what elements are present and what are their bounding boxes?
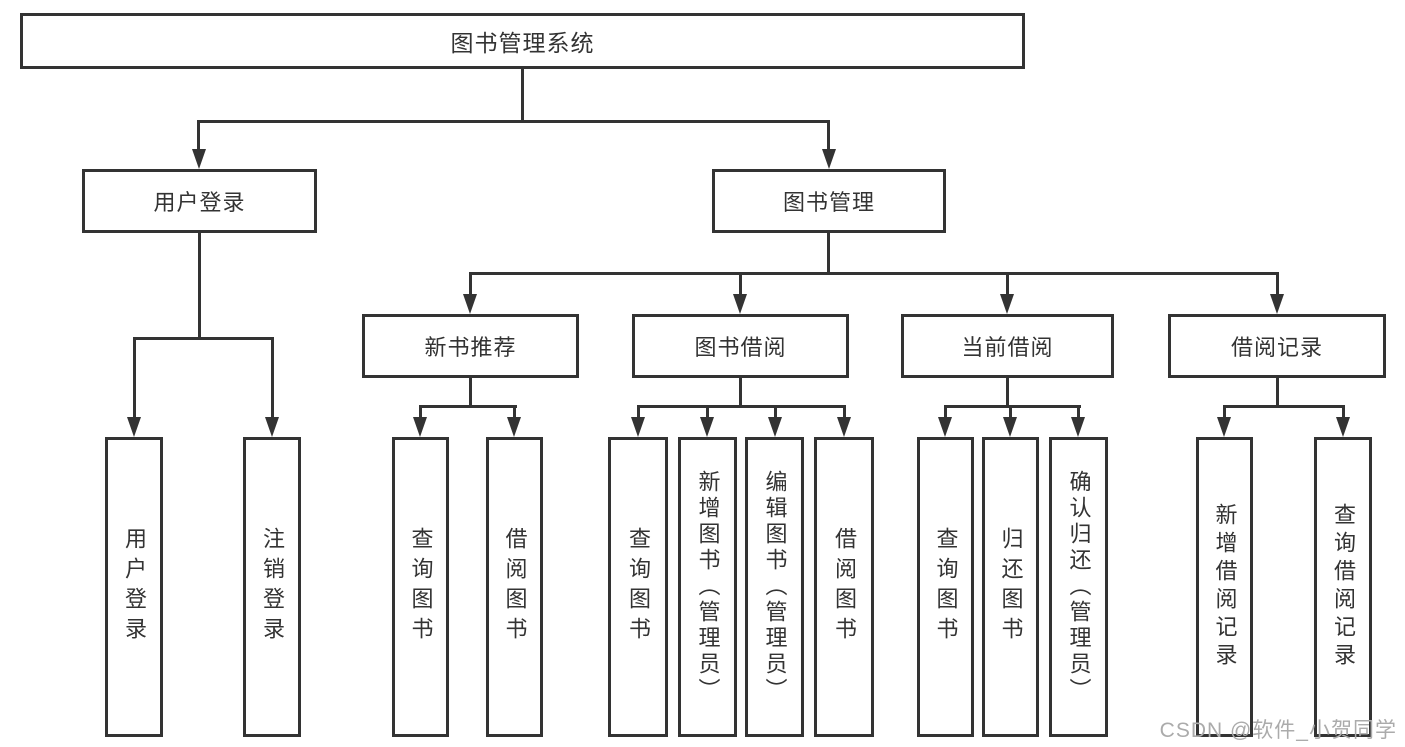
node-user-login-group: 用户登录 <box>82 169 317 233</box>
connector-line <box>944 405 947 420</box>
connector-line <box>944 405 1081 408</box>
arrow-down-icon <box>1336 417 1350 437</box>
connector-line <box>1223 405 1226 420</box>
leaf-borrow-borrow-books: 借阅图书 <box>814 437 874 737</box>
node-new-book-recommend: 新书推荐 <box>362 314 579 378</box>
arrow-down-icon <box>733 294 747 314</box>
arrow-down-icon <box>837 417 851 437</box>
arrow-down-icon <box>463 294 477 314</box>
leaf-record-query-borrow-record: 查询借阅记录 <box>1314 437 1372 737</box>
connector-line <box>739 272 742 297</box>
leaf-borrow-edit-books-admin: 编辑图书（管理员） <box>745 437 804 737</box>
arrow-down-icon <box>938 417 952 437</box>
connector-line <box>198 233 201 337</box>
connector-line <box>739 378 742 405</box>
connector-line <box>1276 272 1279 297</box>
connector-line <box>469 272 1279 275</box>
connector-line <box>469 378 472 405</box>
leaf-user-login: 用户登录 <box>105 437 163 737</box>
connector-line <box>1006 378 1009 405</box>
leaf-borrow-query-books: 查询图书 <box>608 437 668 737</box>
connector-line <box>1009 405 1012 420</box>
connector-line <box>521 69 524 120</box>
connector-line <box>827 233 830 272</box>
node-borrow-record: 借阅记录 <box>1168 314 1386 378</box>
connector-line <box>1077 405 1080 420</box>
arrow-down-icon <box>1071 417 1085 437</box>
connector-line <box>774 405 777 420</box>
leaf-logout: 注销登录 <box>243 437 301 737</box>
csdn-watermark: CSDN @软件_小贺同学 <box>1159 719 1397 742</box>
connector-line <box>706 405 709 420</box>
connector-line <box>419 405 517 408</box>
connector-line <box>197 120 830 123</box>
node-book-borrow: 图书借阅 <box>632 314 849 378</box>
arrow-down-icon <box>1217 417 1231 437</box>
connector-line <box>133 337 274 340</box>
arrow-down-icon <box>700 417 714 437</box>
connector-line <box>1276 378 1279 405</box>
arrow-down-icon <box>631 417 645 437</box>
connector-line <box>827 120 830 152</box>
connector-line <box>513 405 516 420</box>
connector-line <box>469 272 472 297</box>
arrow-down-icon <box>507 417 521 437</box>
arrow-down-icon <box>127 417 141 437</box>
connector-line <box>843 405 846 420</box>
arrow-down-icon <box>413 417 427 437</box>
connector-line <box>637 405 640 420</box>
node-book-management-group: 图书管理 <box>712 169 946 233</box>
leaf-newrec-borrow-books: 借阅图书 <box>486 437 543 737</box>
connector-line <box>1342 405 1345 420</box>
leaf-newrec-query-books: 查询图书 <box>392 437 449 737</box>
leaf-record-add-borrow-record: 新增借阅记录 <box>1196 437 1253 737</box>
leaf-current-query-books: 查询图书 <box>917 437 974 737</box>
arrow-down-icon <box>1270 294 1284 314</box>
arrow-down-icon <box>1003 417 1017 437</box>
leaf-current-return-books: 归还图书 <box>982 437 1039 737</box>
leaf-borrow-add-books-admin: 新增图书（管理员） <box>678 437 737 737</box>
connector-line <box>1006 272 1009 297</box>
leaf-current-confirm-return-admin: 确认归还（管理员） <box>1049 437 1108 737</box>
arrow-down-icon <box>192 149 206 169</box>
node-current-borrow: 当前借阅 <box>901 314 1114 378</box>
arrow-down-icon <box>822 149 836 169</box>
connector-line <box>419 405 422 420</box>
connector-line <box>1223 405 1345 408</box>
arrow-down-icon <box>768 417 782 437</box>
connector-line <box>197 120 200 152</box>
connector-line <box>271 337 274 420</box>
arrow-down-icon <box>265 417 279 437</box>
connector-line <box>637 405 846 408</box>
connector-line <box>133 337 136 420</box>
arrow-down-icon <box>1000 294 1014 314</box>
node-root: 图书管理系统 <box>20 13 1025 69</box>
